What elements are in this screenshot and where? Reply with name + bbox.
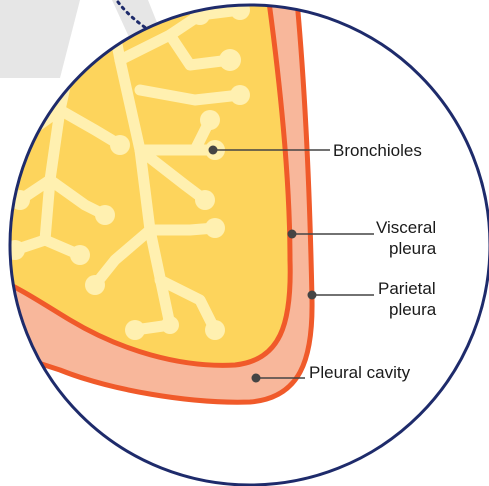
label-visceral-line2: pleura (389, 239, 437, 258)
label-bronchioles: Bronchioles (333, 141, 422, 160)
zoom-connector-band (0, 0, 80, 78)
parietal-pleura-pointer-dot (308, 291, 317, 300)
visceral-pleura-pointer-dot (288, 230, 297, 239)
bronchioles-pointer-dot (209, 146, 218, 155)
label-parietal-line1: Parietal (378, 279, 436, 298)
pleural-cavity-pointer-dot (252, 374, 261, 383)
label-parietal-line2: pleura (389, 300, 437, 319)
label-pleural-cavity: Pleural cavity (309, 363, 411, 382)
label-visceral-line1: Visceral (376, 218, 436, 237)
